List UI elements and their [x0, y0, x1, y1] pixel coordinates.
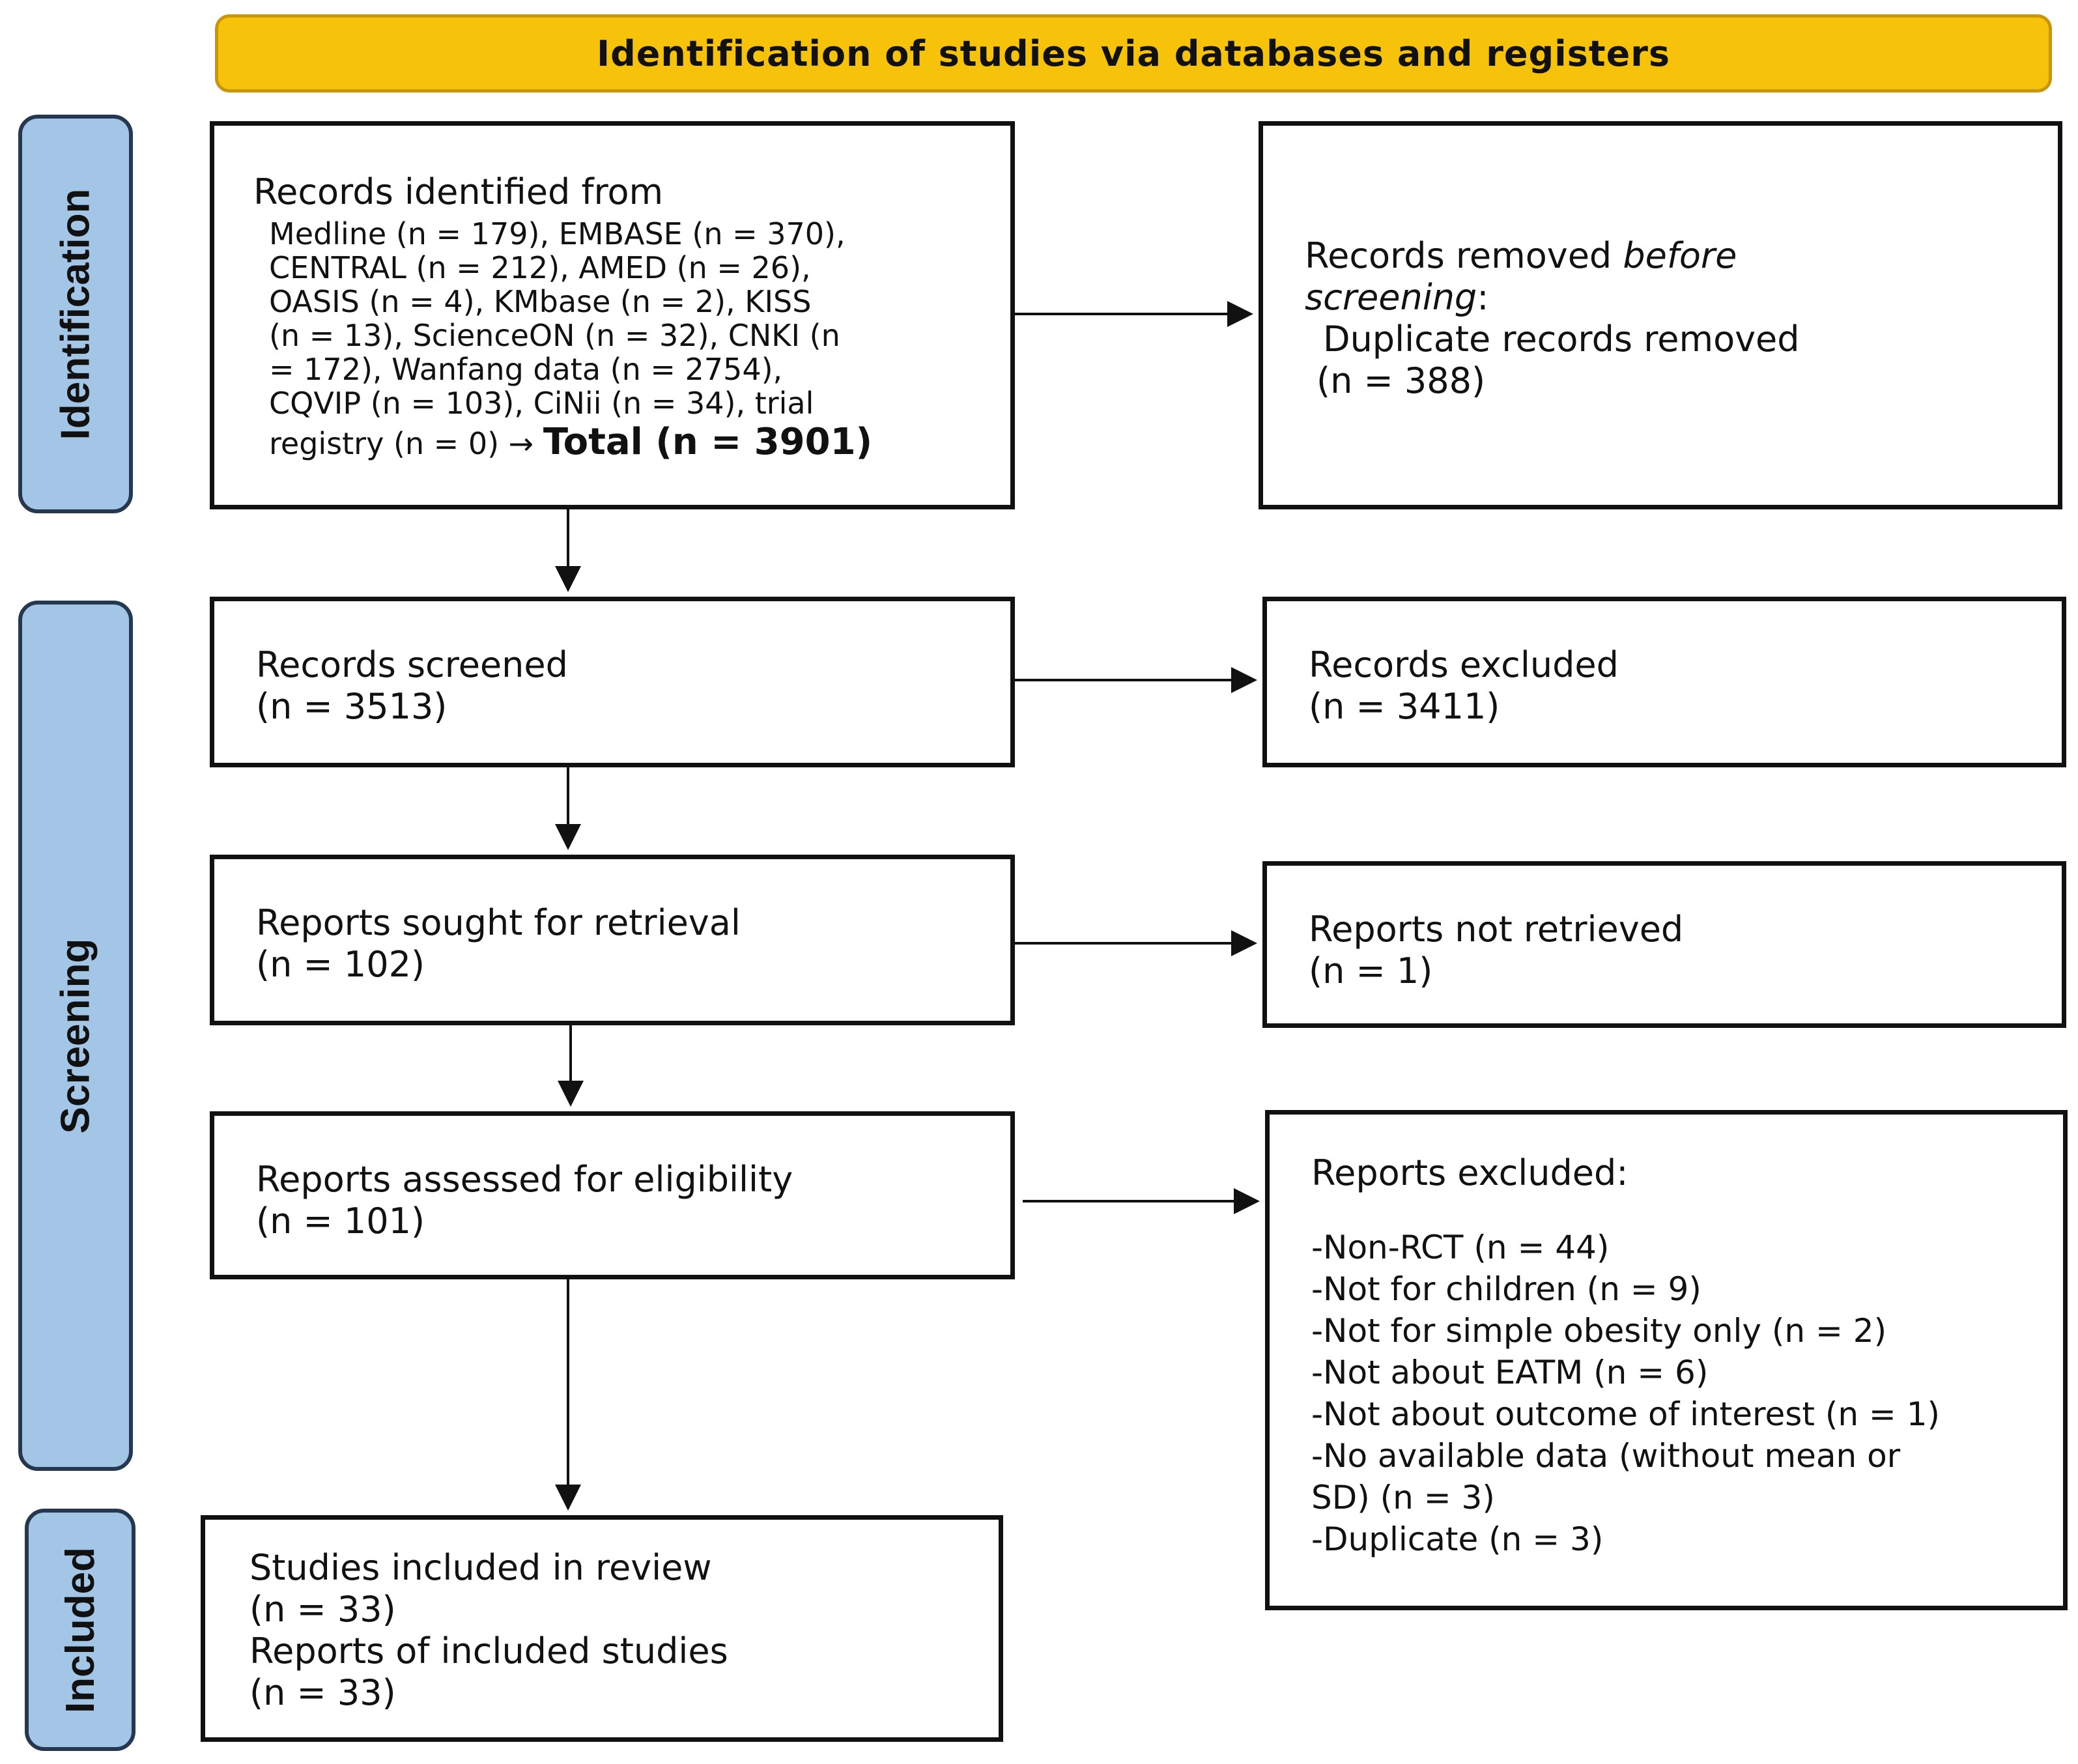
records-removed-line1: Records removed before — [1305, 235, 2045, 277]
records-removed-text: Records removed — [1305, 235, 1623, 276]
records-excluded-box: Records excluded (n = 3411) — [1262, 597, 2066, 767]
reports-not-retrieved-box: Reports not retrieved (n = 1) — [1262, 861, 2066, 1028]
reports-excluded-title: Reports excluded: — [1311, 1152, 1629, 1193]
records-identified-title: Records identified from — [253, 171, 664, 212]
studies-included-count: (n = 33) — [249, 1589, 396, 1630]
reports-sought-title: Reports sought for retrieval — [256, 902, 741, 943]
exclusion-reason: -Non-RCT (n = 44) — [1311, 1229, 1610, 1266]
reports-excluded-box: Reports excluded: -Non-RCT (n = 44) -Not… — [1265, 1110, 2068, 1610]
duplicate-records-label: Duplicate records removed — [1323, 319, 1800, 360]
stage-included: Included — [25, 1509, 135, 1751]
records-removed-box: Records removed before screening: Duplic… — [1259, 121, 2062, 509]
records-total: Total (n = 3901) — [543, 421, 873, 463]
source-line: = 172), Wanfang data (n = 2754), — [269, 352, 783, 387]
exclusion-reason: -Not about EATM (n = 6) — [1311, 1354, 1709, 1391]
records-screened-box: Records screened (n = 3513) — [210, 597, 1015, 767]
screening-emphasis: screening — [1305, 277, 1477, 318]
reports-sought-box: Reports sought for retrieval (n = 102) — [210, 855, 1015, 1025]
source-line: CENTRAL (n = 212), AMED (n = 26), — [269, 250, 811, 285]
source-line: Medline (n = 179), EMBASE (n = 370), — [269, 216, 846, 251]
stage-screening: Screening — [18, 601, 133, 1471]
source-line: (n = 13), ScienceON (n = 32), CNKI (n — [269, 318, 840, 353]
reports-assessed-count: (n = 101) — [256, 1201, 425, 1242]
stage-identification: Identification — [18, 115, 133, 513]
studies-included-box: Studies included in review (n = 33) Repo… — [201, 1515, 1003, 1742]
colon: : — [1477, 277, 1489, 318]
exclusion-reason: -Not for children (n = 9) — [1311, 1270, 1701, 1308]
exclusion-reason: -No available data (without mean or — [1311, 1437, 1901, 1475]
reports-sought-count: (n = 102) — [256, 944, 425, 985]
reports-not-retrieved-count: (n = 1) — [1309, 950, 1433, 991]
records-sources: Medline (n = 179), EMBASE (n = 370), CEN… — [269, 217, 997, 461]
records-removed-line2: screening: — [1305, 277, 2045, 319]
records-identified-box: Records identified from Medline (n = 179… — [210, 121, 1015, 509]
records-screened-count: (n = 3513) — [256, 686, 448, 727]
studies-included-title: Studies included in review — [249, 1547, 712, 1588]
phase-header: Identification of studies via databases … — [215, 14, 2052, 92]
exclusion-reason: -Not about outcome of interest (n = 1) — [1311, 1395, 1941, 1433]
source-registry: registry (n = 0) → — [269, 426, 543, 461]
before-emphasis: before — [1623, 235, 1737, 276]
reports-assessed-title: Reports assessed for eligibility — [256, 1159, 793, 1200]
source-line: OASIS (n = 4), KMbase (n = 2), KISS — [269, 284, 812, 319]
exclusion-reason: -Not for simple obesity only (n = 2) — [1311, 1312, 1887, 1350]
exclusion-reason: SD) (n = 3) — [1311, 1479, 1495, 1516]
duplicate-records-count: (n = 388) — [1317, 360, 1486, 401]
records-excluded-title: Records excluded — [1309, 644, 1619, 685]
reports-not-retrieved-title: Reports not retrieved — [1309, 909, 1684, 950]
reports-included-count: (n = 33) — [249, 1672, 396, 1713]
records-excluded-count: (n = 3411) — [1309, 686, 1500, 727]
reports-included-title: Reports of included studies — [249, 1630, 728, 1672]
source-line: CQVIP (n = 103), CiNii (n = 34), trial — [269, 386, 814, 421]
records-screened-title: Records screened — [256, 644, 568, 685]
exclusion-reasons-list: -Non-RCT (n = 44) -Not for children (n =… — [1311, 1227, 2050, 1560]
exclusion-reason: -Duplicate (n = 3) — [1311, 1520, 1604, 1558]
reports-assessed-box: Reports assessed for eligibility (n = 10… — [210, 1111, 1015, 1279]
source-line-last: registry (n = 0) → Total (n = 3901) — [269, 424, 997, 461]
